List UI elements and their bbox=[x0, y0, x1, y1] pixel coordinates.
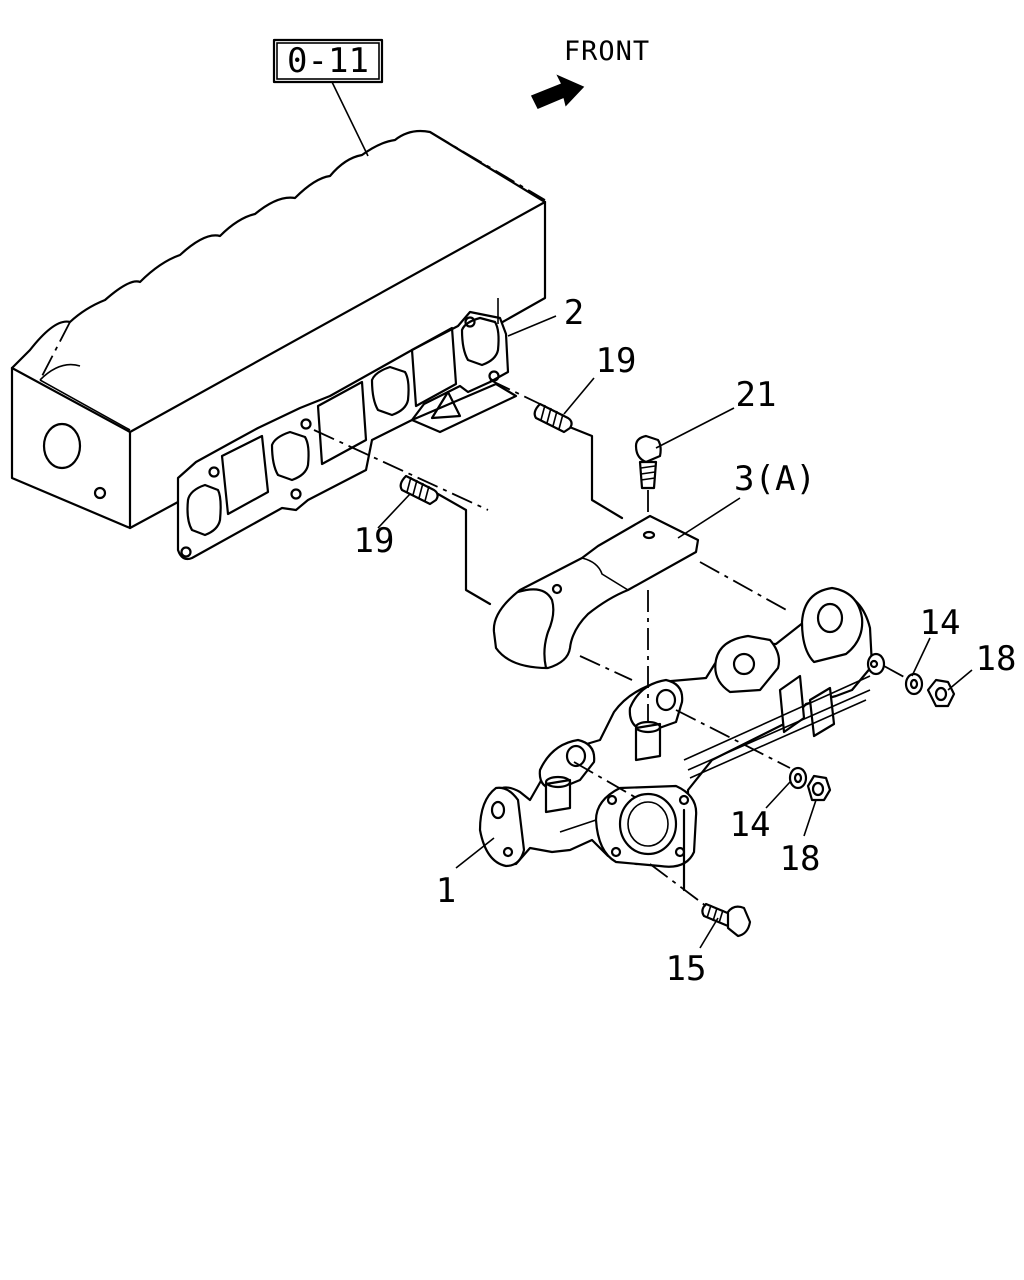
stud-lower bbox=[399, 474, 439, 506]
washer-lower bbox=[788, 766, 808, 790]
front-label: FRONT bbox=[564, 36, 650, 67]
callout-1[interactable]: 1 bbox=[436, 871, 456, 911]
bolt-15 bbox=[701, 902, 752, 938]
reference-code: 0-11 bbox=[287, 41, 369, 81]
callout-19-upper[interactable]: 19 bbox=[596, 341, 637, 381]
nut-lower bbox=[806, 774, 832, 802]
front-arrow-icon bbox=[530, 74, 585, 109]
callout-19-lower[interactable]: 19 bbox=[354, 521, 395, 561]
front-indicator: FRONT bbox=[530, 36, 650, 109]
nut-right bbox=[926, 678, 956, 708]
cylinder-head bbox=[10, 129, 547, 530]
callout-15[interactable]: 15 bbox=[666, 949, 707, 989]
stud-upper bbox=[533, 402, 573, 434]
callout-14-right[interactable]: 14 bbox=[920, 603, 961, 643]
heat-shield bbox=[492, 514, 700, 670]
washer-right bbox=[904, 672, 924, 696]
callout-21[interactable]: 21 bbox=[736, 375, 777, 415]
callout-2[interactable]: 2 bbox=[564, 293, 584, 333]
exhaust-manifold bbox=[478, 586, 886, 868]
callout-leaders bbox=[377, 315, 973, 949]
callout-18-right[interactable]: 18 bbox=[976, 639, 1017, 679]
assembly-centerlines bbox=[313, 379, 907, 907]
manifold-gasket bbox=[176, 298, 518, 561]
reference-box[interactable]: 0-11 bbox=[272, 38, 384, 157]
bolt-21 bbox=[634, 434, 662, 490]
callout-14-lower[interactable]: 14 bbox=[730, 805, 771, 845]
callout-3a[interactable]: 3(A) bbox=[734, 459, 816, 499]
callout-18-lower[interactable]: 18 bbox=[780, 839, 821, 879]
reference-leader bbox=[331, 81, 369, 157]
